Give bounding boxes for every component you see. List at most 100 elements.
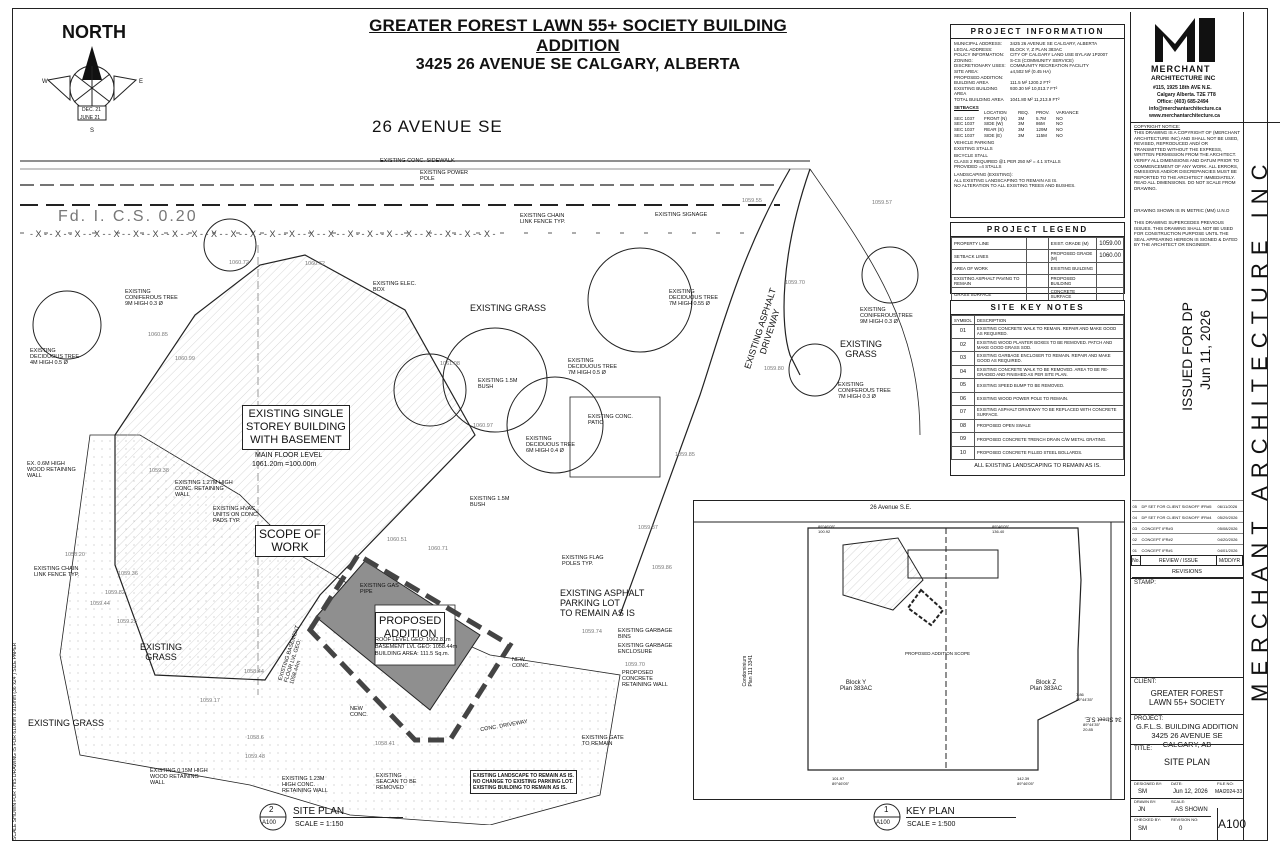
scope-of-work-label: SCOPE OF WORK — [255, 525, 326, 557]
title-line-1: GREATER FOREST LAWN 55+ SOCIETY BUILDING… — [369, 16, 787, 55]
setback-cell: FRONT (N) — [984, 115, 1007, 121]
tb-divider — [1131, 578, 1243, 579]
elevation: 1060.72 — [305, 261, 325, 267]
setback-cell: REQ. — [1018, 110, 1030, 116]
key-plan-scope: PROPOSED ADDITION SCOPE — [905, 651, 971, 656]
legend-cell: EXIST. GRADE (M) — [1047, 237, 1098, 250]
callout: EXISTING CONC. SIDEWALK — [380, 158, 455, 164]
drawing-title: GREATER FOREST LAWN 55+ SOCIETY BUILDING… — [328, 16, 828, 74]
key-note-description: PROPOSED CONCRETE FILLED STEEL BOLLARDS. — [973, 445, 1125, 460]
revision-cell: DP SET FOR CLIENT SIGNOFF IFR#4 — [1140, 511, 1217, 523]
elevation: 1058.20 — [65, 552, 85, 558]
drawn-by: JN — [1138, 807, 1146, 813]
project-info-key: PROPOSED ADDITION: — [954, 74, 1004, 80]
firm-name-2: ARCHITECTURE INC — [1151, 75, 1216, 82]
revision-cell: 06/11/2026 — [1216, 500, 1243, 512]
key-plan-dim: 89°46'05" 100.92 — [818, 524, 836, 534]
setback-cell: PROV. — [1036, 110, 1050, 116]
project-info-key: DISCRETIONARY USES: — [954, 63, 1006, 69]
setback-cell: SEC 1037 — [954, 132, 975, 138]
revision-value: 0 — [1179, 826, 1183, 832]
key-note-description: EXISTING WOOD POWER POLE TO REMAIN. — [973, 391, 1125, 406]
elevation: 1059.70 — [625, 662, 645, 668]
key-plan-condo: Condominium Plan 111 3341 — [742, 655, 754, 687]
firm-phone: Office: (403) 685-2494 — [1157, 99, 1209, 105]
existing-grass-label: EXISTING GRASS — [470, 303, 547, 313]
revision-cell: 05 — [1131, 500, 1141, 512]
project-info-row: DISCRETIONARY USES:COMMUNITY RECREATION … — [954, 63, 1121, 69]
issued-date: Jun 11, 2026 — [1197, 310, 1213, 390]
setback-cell: 3m — [1018, 126, 1025, 132]
callout: EXISTING GARBAGE ENCLOSURE — [618, 643, 673, 655]
legend-cell: 1060.00 — [1096, 249, 1124, 263]
key-note-symbol: 02 — [951, 337, 975, 352]
scale-value: AS SHOWN — [1175, 807, 1208, 813]
legend-cell — [1096, 287, 1124, 301]
revision-cell: 04/01/2026 — [1216, 544, 1243, 556]
north-arrow-icon — [46, 46, 138, 121]
key-note-symbol: 05 — [951, 378, 975, 393]
elevation: 1059.57 — [872, 200, 892, 206]
callout: NEW CONC. — [350, 706, 368, 718]
merchant-logo-icon — [1155, 18, 1215, 62]
firm-name-1: MERCHANT — [1151, 64, 1211, 74]
key-plan-dim: 89°46'05" 136.40 — [992, 524, 1010, 534]
parking-lot-label: EXISTING ASPHALT PARKING LOT TO REMAIN A… — [560, 588, 645, 618]
copyright-body: THIS DRAWING IS A COPYRIGHT OF (MERCHANT… — [1134, 130, 1240, 191]
project-info-rows: MUNICIPAL ADDRESS:3425 26 AVENUE SE CALG… — [951, 39, 1124, 105]
setback-cell: 129m — [1036, 126, 1048, 132]
tb-divider — [1131, 714, 1243, 715]
firm-address-1: #115, 1925 18th AVE N.E. — [1153, 85, 1212, 91]
callout: EXISTING 1.23m HIGH CONC. RETAINING WALL — [282, 776, 328, 794]
title-value: SITE PLAN — [1163, 757, 1210, 767]
elevation: 1059.17 — [200, 698, 220, 704]
callout: EXISTING DECIDUOUS TREE 6m HIGH 0.4 Ø — [526, 436, 576, 454]
street-name: 26 AVENUE SE — [372, 117, 503, 136]
existing-building-label: EXISTING SINGLE STOREY BUILDING WITH BAS… — [242, 405, 350, 450]
key-notes-head-cell: SYMBOL — [951, 315, 975, 325]
elevation: 1058.6 — [247, 735, 264, 741]
setback-cell: SIDE (E) — [984, 132, 1002, 138]
landscaping-note: LANDSCAPING (EXISTING): ALL EXISTING LAN… — [954, 172, 1076, 189]
main-floor-label: MAIN FLOOR LEVEL — [255, 452, 323, 459]
revision-cell: 02 — [1131, 533, 1141, 545]
project-info-value: BLOCK Y, Z PLAN 383AC — [1010, 46, 1063, 52]
title-line-2: 3425 26 AVENUE SE CALGARY, ALBERTA — [415, 56, 741, 73]
drawing-tag-icon — [873, 803, 901, 831]
callout: EXISTING 1.27m HIGH CONC. RETAINING WALL — [175, 480, 233, 498]
project-info-value: 3425 26 AVENUE SE CALGARY, ALBERTA — [1010, 41, 1098, 46]
project-info-value: S-CS (COMMUNITY SERVICE) — [1010, 57, 1074, 63]
key-plan-sheet: A100 — [876, 820, 891, 826]
revision-cell: 03 — [1131, 522, 1141, 534]
north-dec: DEC. 21 — [82, 107, 101, 113]
key-note-description: EXISTING SPEED BUMP TO BE REMOVED. — [973, 378, 1125, 393]
drawing-sheet-border — [12, 8, 1268, 841]
vehicle-parking: VEHICLE PARKING EXISTING STALLS — [954, 140, 995, 151]
legend-cell: EXISTING ASPHALT PAVING TO REMAIN — [951, 274, 1027, 288]
key-plan-num: 1 — [884, 805, 889, 814]
callout: EX. 0.6m HIGH WOOD RETAINING WALL — [27, 461, 76, 479]
patio-label: EXISTING CONC. PATIO — [588, 414, 633, 426]
setback-cell: NO — [1056, 126, 1063, 132]
revision-head-cell: REVIEW / ISSUE — [1140, 555, 1217, 566]
callout: EXISTING SIGNAGE — [655, 212, 708, 218]
setback-cell: SIDE (W) — [984, 121, 1003, 127]
callout: EXISTING GATE TO REMAIN — [582, 735, 624, 747]
key-plan-dim: 89°44'35" 20.85 — [1083, 722, 1101, 732]
tb-divider — [1131, 780, 1243, 781]
legend-cell: EXISTING BUILDING — [1047, 262, 1098, 275]
setback-cell: NO — [1056, 115, 1063, 121]
callout: EXISTING DECIDUOUS TREE 7m HIGH 0.5 Ø — [568, 358, 618, 376]
key-note-description: EXISTING WOOD PLANTER BOXES TO BE REMOVE… — [973, 337, 1125, 352]
